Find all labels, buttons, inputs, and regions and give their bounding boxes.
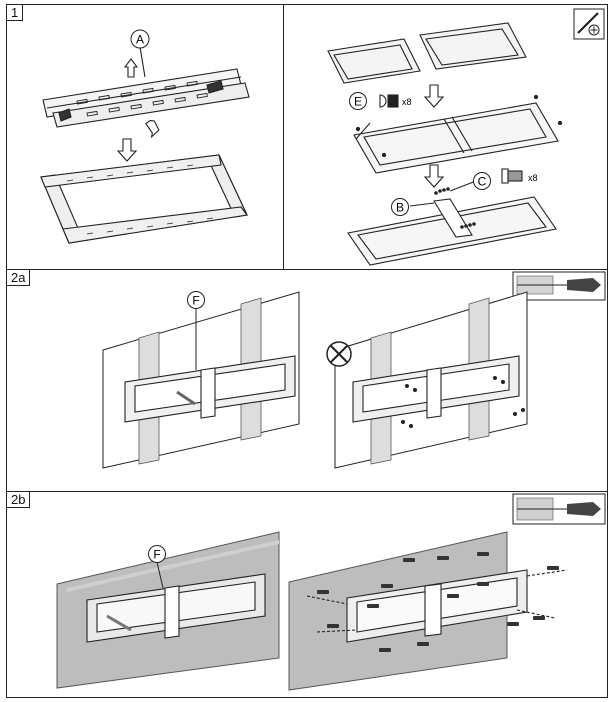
callout-c-label: C: [478, 175, 487, 189]
callout-f-label-2a: F: [192, 294, 199, 308]
step-number-1: 1: [7, 5, 24, 21]
drill-icon: [512, 271, 606, 301]
rail-assembly-illustration: A: [40, 29, 250, 244]
screw-e-quantity: x8: [402, 97, 412, 107]
step-number-2a: 2a: [7, 270, 31, 286]
callout-b-label: B: [396, 201, 404, 215]
wood-stud-mounting-illustration: F: [102, 271, 606, 469]
step1-right-panel: E x8 C x8 B: [283, 4, 608, 270]
callout-b: B: [391, 198, 409, 216]
step1-left-panel: 1: [6, 4, 284, 270]
step2a-panel: 2a F: [6, 269, 608, 492]
step2b-panel: 2b F: [6, 491, 608, 698]
callout-e-label: E: [354, 95, 362, 109]
callout-f-label-2b: F: [153, 548, 160, 562]
callout-c: C: [473, 172, 491, 190]
callout-f-2b: F: [148, 545, 166, 589]
callout-a: A: [130, 29, 150, 49]
callout-f-2a: F: [187, 291, 205, 370]
concrete-wall-mounting-illustration: F: [56, 493, 606, 691]
screw-c-quantity: x8: [528, 173, 538, 183]
callout-e: E: [349, 92, 367, 110]
step-number-2b: 2b: [7, 492, 31, 508]
no-drill-icon: [326, 341, 352, 367]
callout-a-label: A: [136, 33, 144, 47]
drill-icon-concrete: [512, 493, 606, 525]
screwdriver-icon: [573, 8, 605, 40]
bracket-assembly-illustration: E x8 C x8 B: [327, 8, 605, 266]
